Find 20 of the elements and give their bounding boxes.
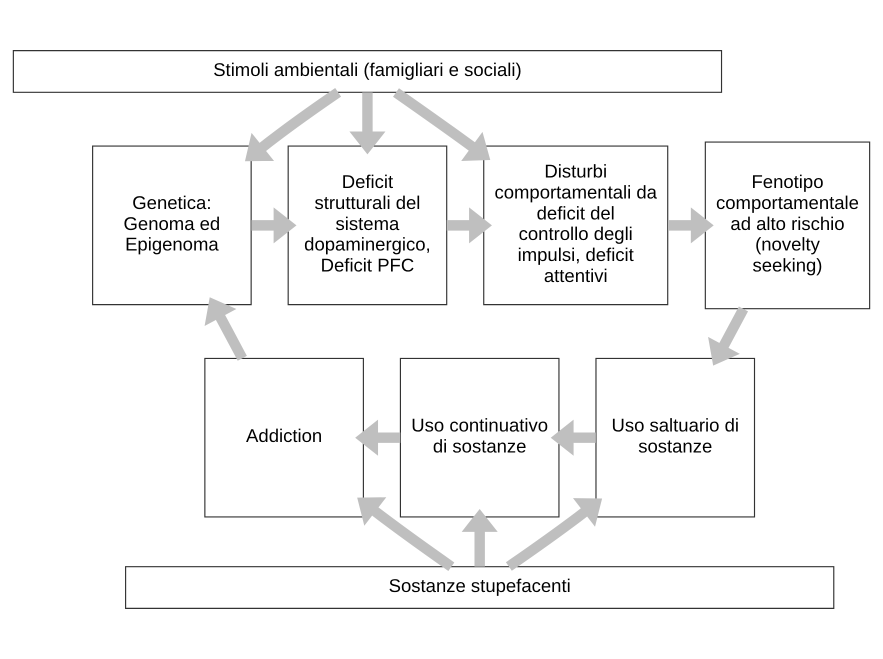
- arrow: [446, 207, 492, 244]
- arrow: [708, 306, 748, 366]
- arrow: [393, 88, 490, 161]
- node-box: Genetica: Genoma ed Epigenoma: [92, 146, 252, 306]
- arrow: [550, 420, 596, 456]
- arrow: [668, 207, 714, 244]
- arrow: [349, 92, 386, 154]
- node-box: Uso continuativo di sostanze: [400, 358, 560, 518]
- arrow: [251, 207, 296, 244]
- node-box: Stimoli ambientali (famigliari e sociali): [12, 50, 722, 93]
- arrow: [244, 88, 342, 162]
- arrow: [462, 508, 498, 567]
- arrow: [204, 297, 247, 361]
- node-box: Disturbi comportamentali da deficit del controllo degli impulsi, deficit attentivi: [483, 146, 668, 306]
- node-box: Deficit strutturali del sistema dopaminergico, Deficit PFC: [288, 146, 448, 306]
- node-box: Addiction: [204, 358, 364, 518]
- node-box: Uso saltuario di sostanze: [595, 358, 756, 518]
- arrow: [355, 420, 400, 456]
- node-box: Sostanze stupefacenti: [125, 566, 834, 609]
- node-box: Fenotipo comportamentale ad alto rischio (novelty seeking): [704, 141, 870, 310]
